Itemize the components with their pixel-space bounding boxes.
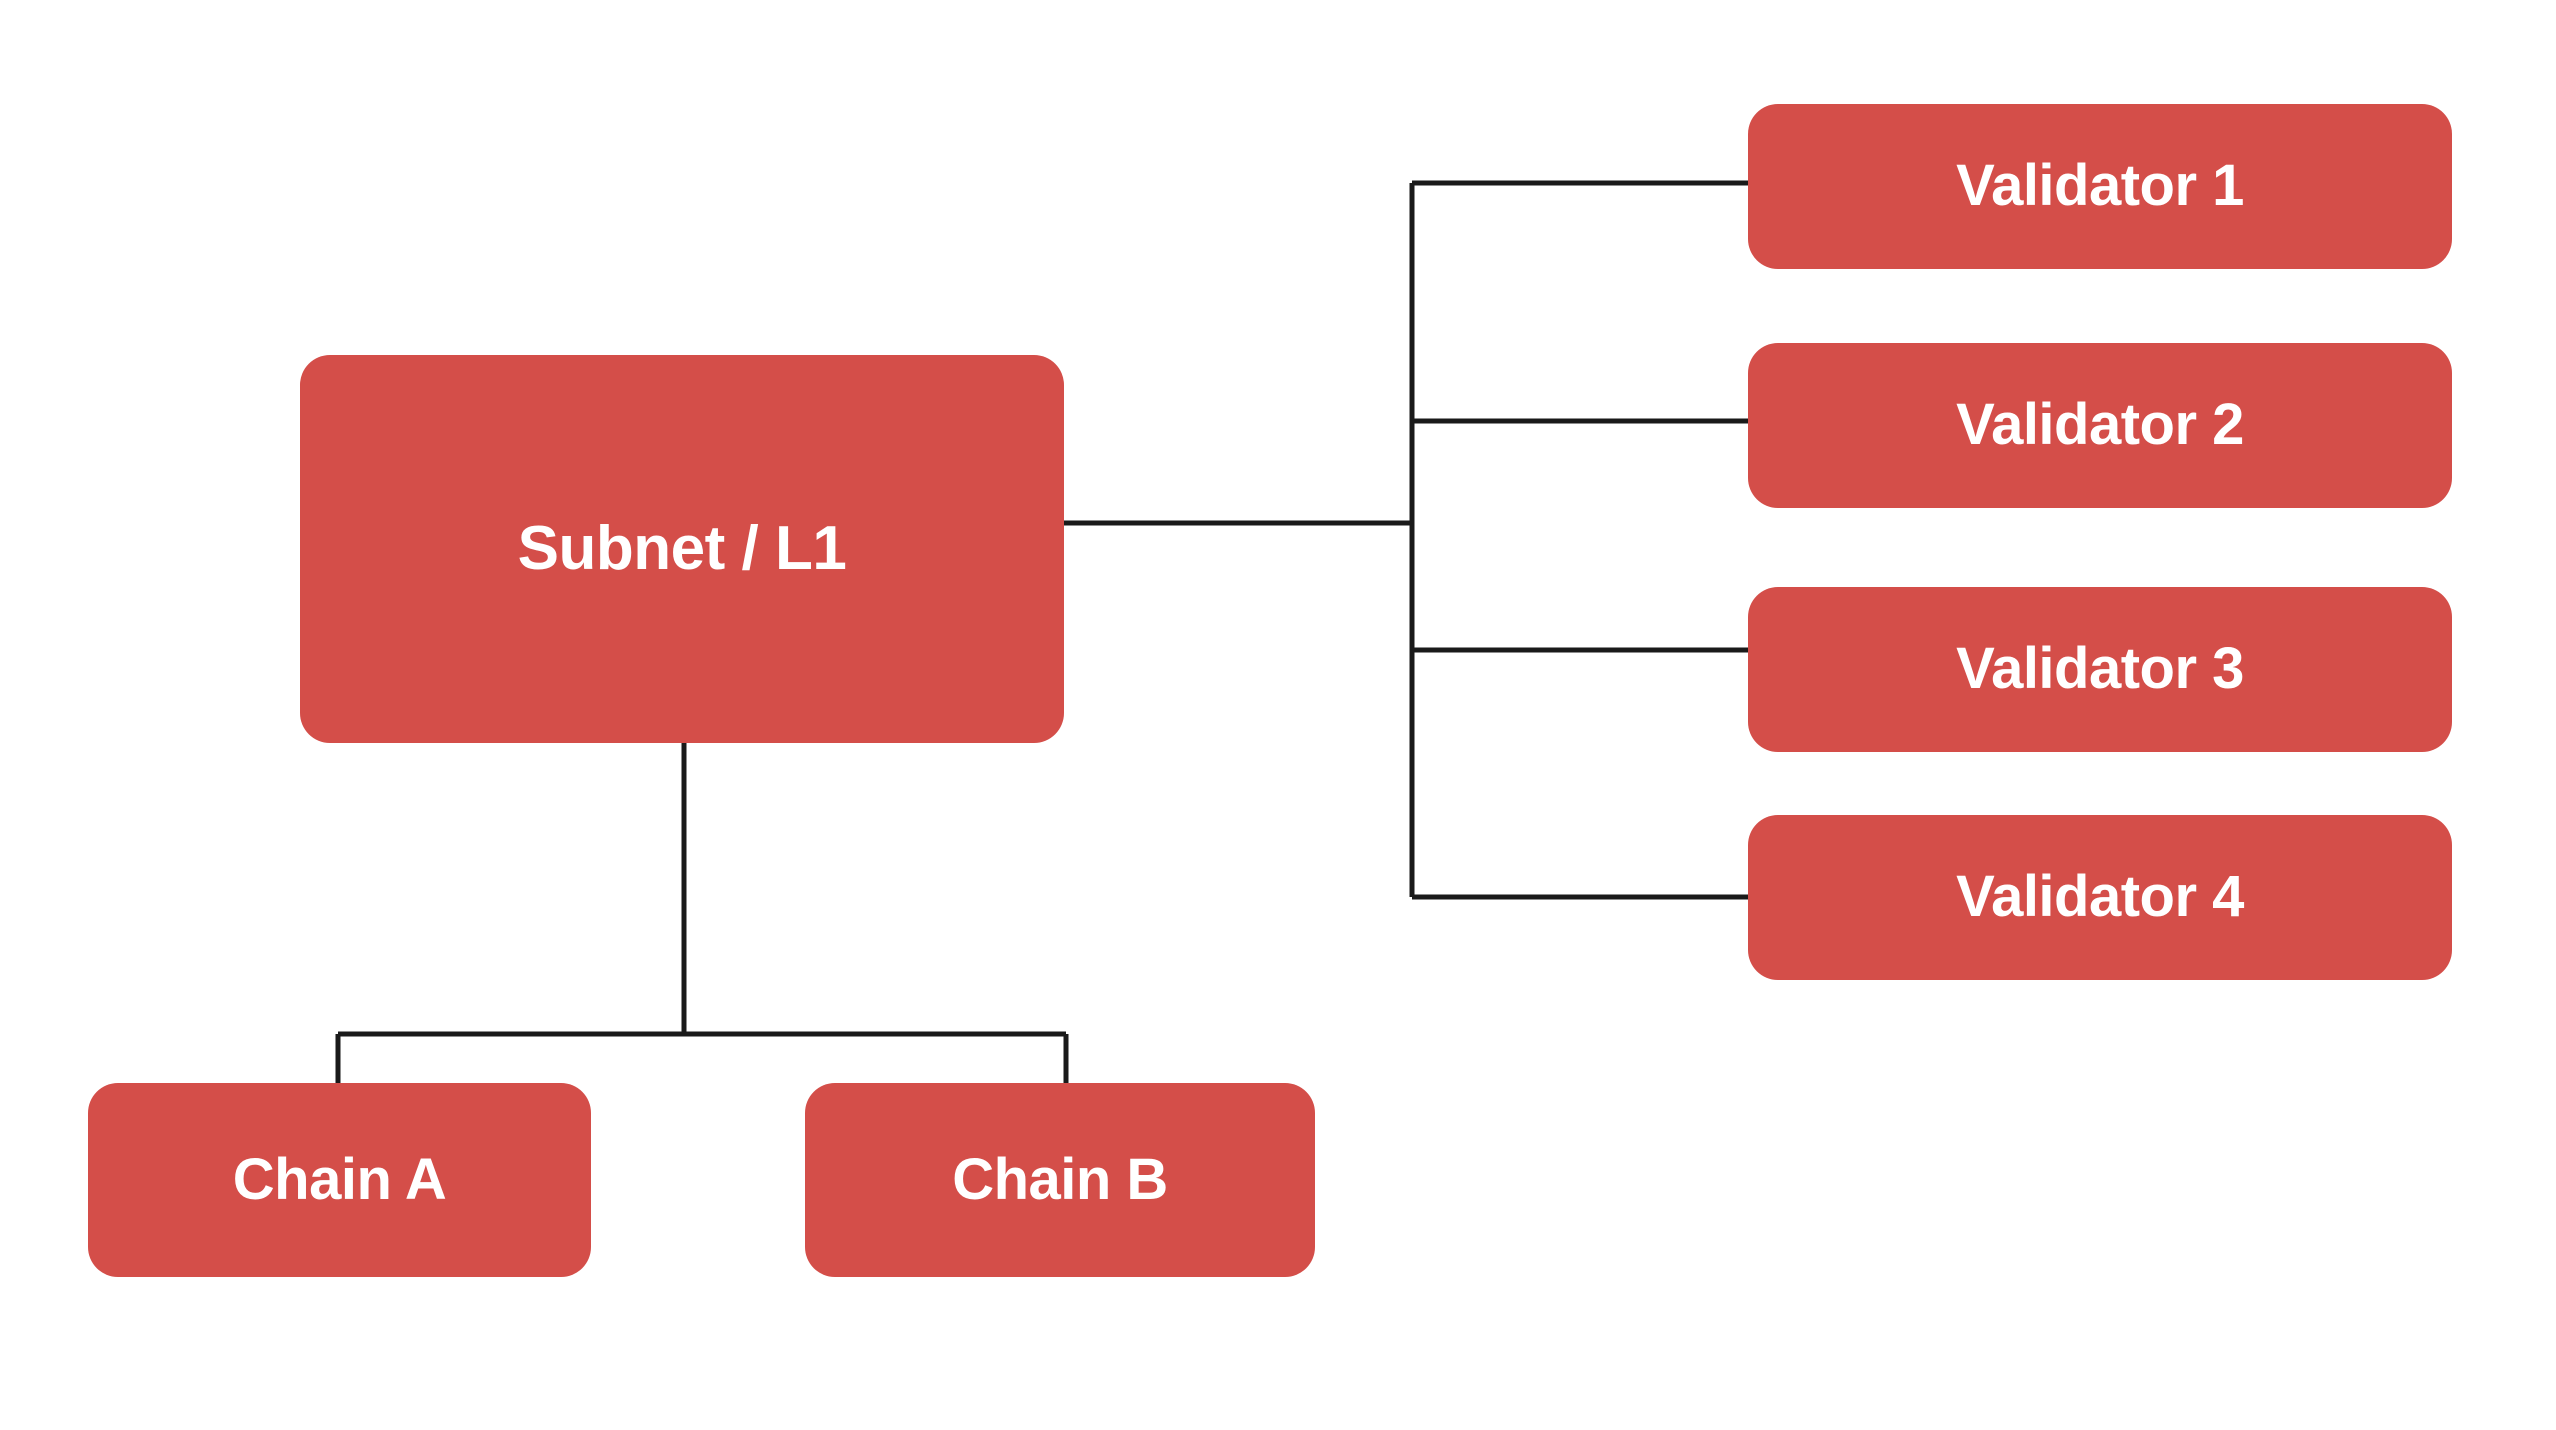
node-chain-a-label: Chain A: [232, 1146, 447, 1212]
node-validator-1[interactable]: Validator 1: [1748, 104, 2452, 269]
edges-subnet-to-validators: [1064, 180, 1748, 900]
node-subnet-l1-label: Subnet / L1: [517, 514, 847, 584]
node-validator-2[interactable]: Validator 2: [1748, 343, 2452, 508]
node-chain-b-label: Chain B: [952, 1146, 1168, 1212]
node-chain-a[interactable]: Chain A: [88, 1083, 591, 1277]
node-validator-2-label: Validator 2: [1956, 392, 2244, 458]
edges-subnet-to-chains: [335, 743, 1069, 1083]
node-validator-3-label: Validator 3: [1956, 636, 2244, 702]
node-validator-3[interactable]: Validator 3: [1748, 587, 2452, 752]
node-chain-b[interactable]: Chain B: [805, 1083, 1315, 1277]
node-validator-1-label: Validator 1: [1956, 153, 2244, 219]
node-validator-4-label: Validator 4: [1956, 864, 2244, 930]
node-subnet-l1[interactable]: Subnet / L1: [300, 355, 1064, 743]
node-validator-4[interactable]: Validator 4: [1748, 815, 2452, 980]
